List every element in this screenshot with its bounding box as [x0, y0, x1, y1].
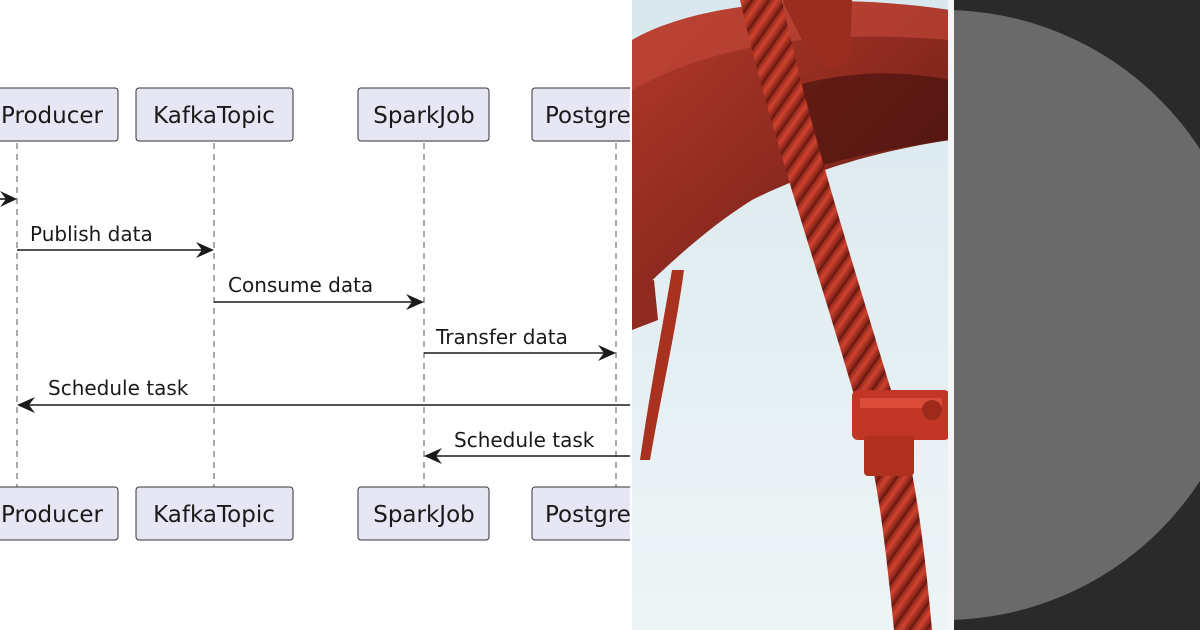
red-cable-photo-icon	[632, 0, 950, 630]
participant-label: SparkJob	[373, 502, 475, 528]
participant-producer-top: Producer	[0, 87, 119, 142]
message-incoming-producer	[0, 191, 17, 207]
sequence-diagram-canvas: Producer KafkaTopic SparkJob Postgre	[0, 87, 631, 541]
participant-sparkjob-bottom: SparkJob	[357, 486, 490, 541]
participant-label: Producer	[1, 502, 103, 528]
message-consume-data: Consume data	[214, 273, 424, 310]
participant-label: Postgre	[545, 502, 631, 528]
message-publish-data: Publish data	[17, 222, 214, 258]
participant-label: KafkaTopic	[153, 502, 275, 528]
participant-label: SparkJob	[373, 103, 475, 129]
participant-label: KafkaTopic	[153, 103, 275, 129]
message-label: Schedule task	[454, 428, 595, 452]
participant-kafkatopic-top: KafkaTopic	[135, 87, 294, 142]
message-transfer-data: Transfer data	[424, 325, 616, 361]
message-label: Consume data	[228, 273, 373, 297]
participant-postgres-bottom: Postgre	[531, 486, 631, 541]
participant-postgres-top: Postgre	[531, 87, 631, 142]
message-schedule-task-spark: Schedule task	[424, 428, 630, 464]
participant-sparkjob-top: SparkJob	[357, 87, 490, 142]
participant-label: Postgre	[545, 103, 631, 129]
participant-producer-bottom: Producer	[0, 486, 119, 541]
panel-divider	[948, 0, 954, 630]
participant-label: Producer	[1, 103, 103, 129]
decorative-panel	[954, 0, 1200, 630]
message-label: Schedule task	[48, 376, 189, 400]
participant-kafkatopic-bottom: KafkaTopic	[135, 486, 294, 541]
message-schedule-task-producer: Schedule task	[17, 376, 630, 413]
message-label: Publish data	[30, 222, 153, 246]
half-circle-icon	[954, 0, 1200, 630]
cable-photo	[632, 0, 950, 630]
sequence-diagram: Producer KafkaTopic SparkJob Postgre	[0, 87, 631, 541]
message-label: Transfer data	[435, 325, 568, 349]
